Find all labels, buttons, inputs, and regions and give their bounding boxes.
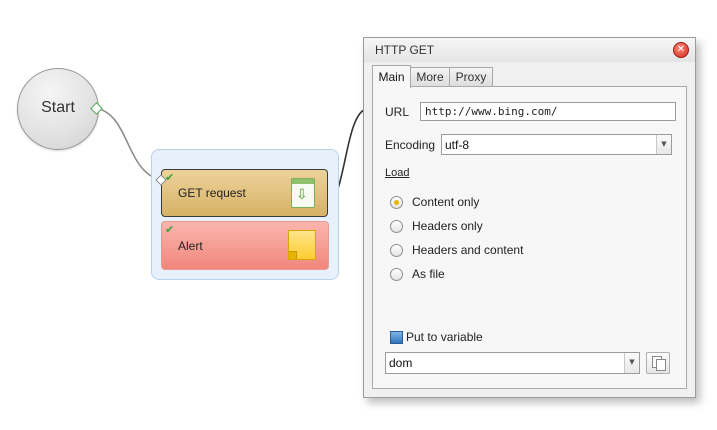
chevron-down-icon[interactable]: ▼ — [624, 353, 639, 373]
get-request-action[interactable]: ✔ GET request ⇩ — [161, 169, 328, 217]
http-get-dialog: HTTP GET ✕ Main More Proxy URL http://ww… — [363, 37, 696, 398]
load-label: Load — [385, 167, 410, 179]
encoding-value: utf-8 — [445, 138, 470, 152]
radio-content-only-label[interactable]: Content only — [412, 195, 480, 209]
copy-icon[interactable] — [646, 352, 670, 374]
url-label: URL — [385, 105, 410, 119]
radio-headers-and-content-label[interactable]: Headers and content — [412, 243, 524, 257]
variable-value: dom — [389, 356, 413, 370]
chevron-down-icon[interactable]: ▼ — [656, 135, 671, 154]
main-tab-panel: URL http://www.bing.com/ Encoding utf-8 … — [372, 86, 687, 389]
alert-action[interactable]: ✔ Alert — [161, 221, 329, 270]
radio-content-only[interactable] — [390, 196, 403, 209]
tab-main[interactable]: Main — [372, 65, 411, 88]
alert-label: Alert — [178, 239, 203, 253]
dialog-title: HTTP GET — [375, 43, 435, 57]
tab-proxy[interactable]: Proxy — [449, 67, 493, 87]
get-request-label: GET request — [178, 186, 246, 200]
radio-as-file[interactable] — [390, 268, 403, 281]
start-to-get-connector — [95, 107, 161, 181]
radio-headers-only[interactable] — [390, 220, 403, 233]
start-node[interactable]: Start — [17, 68, 99, 150]
sticky-note-icon — [288, 230, 316, 260]
check-icon: ✔ — [165, 171, 175, 184]
dialog-titlebar[interactable]: HTTP GET ✕ — [364, 38, 695, 62]
radio-as-file-label[interactable]: As file — [412, 267, 445, 281]
radio-headers-and-content[interactable] — [390, 244, 403, 257]
variable-select[interactable]: dom ▼ — [385, 352, 640, 374]
close-icon[interactable]: ✕ — [673, 42, 689, 58]
download-icon: ⇩ — [291, 178, 315, 208]
url-input[interactable]: http://www.bing.com/ — [420, 102, 676, 121]
put-to-variable-label: Put to variable — [406, 330, 483, 344]
variable-icon — [390, 331, 403, 344]
tab-more[interactable]: More — [410, 67, 450, 87]
start-label: Start — [41, 99, 75, 116]
encoding-label: Encoding — [385, 138, 436, 152]
radio-headers-only-label[interactable]: Headers only — [412, 219, 483, 233]
encoding-select[interactable]: utf-8 ▼ — [441, 134, 672, 155]
check-icon: ✔ — [165, 223, 175, 236]
